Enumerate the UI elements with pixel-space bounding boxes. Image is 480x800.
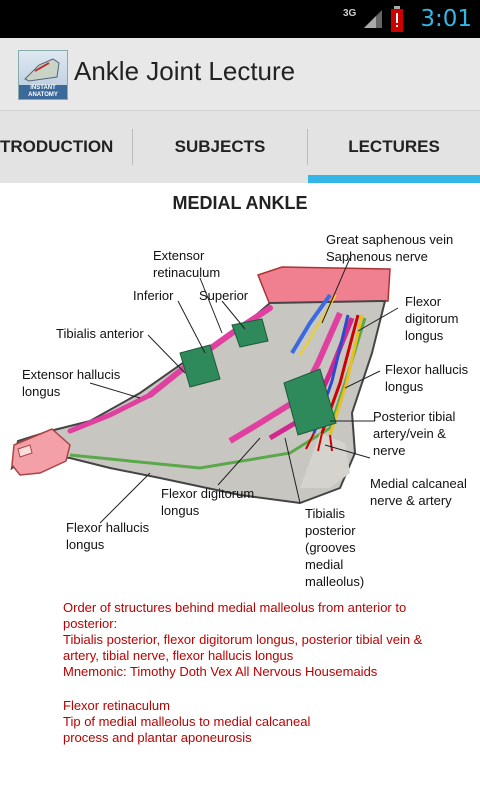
notes-structures-order: Order of structures behind medial malleo… [63, 600, 423, 679]
label-tibialis-anterior: Tibialis anterior [56, 326, 144, 341]
lecture-content[interactable]: MEDIAL ANKLE Extensor retinaculum Inferi… [0, 183, 480, 800]
tab-bar: TRODUCTION SUBJECTS LECTURES [0, 111, 480, 183]
app-title: Ankle Joint Lecture [74, 56, 296, 86]
tibial-nerve [328, 314, 364, 436]
label-extensor-retinaculum: Extensor retinaculum [153, 248, 221, 280]
app-icon-caption: INSTANT ANATOMY [19, 85, 67, 99]
medial-ankle-illustration [10, 257, 399, 524]
label-inferior: Inferior [133, 288, 174, 303]
leader-lines [89, 257, 399, 524]
app-icon[interactable]: INSTANT ANATOMY [18, 50, 68, 100]
status-icons: 3G 3:01 [343, 4, 472, 34]
tab-lectures[interactable]: LECTURES [308, 111, 480, 183]
label-extensor-hallucis-longus: Extensor hallucis longus [22, 367, 121, 399]
heel-fat [300, 433, 350, 488]
tab-lectures-label: LECTURES [348, 137, 440, 156]
label-medial-calcaneal: Medial calcaneal nerve & artery [370, 476, 467, 508]
foot-thumbnail-icon [24, 58, 60, 82]
flexor-retinaculum [283, 368, 337, 436]
battery-alert-icon [391, 6, 404, 32]
label-flexor-hallucis-longus-right: Flexor hallucis longus [385, 362, 469, 394]
label-superior: Superior [199, 288, 249, 303]
tibia-cut-surface [257, 266, 391, 306]
great-saphenous-vein [290, 293, 332, 355]
tab-subjects-label: SUBJECTS [174, 137, 266, 156]
network-type: 3G [343, 8, 357, 19]
tab-divider [132, 129, 133, 165]
notes-flexor-retinaculum: Flexor retinaculum Tip of medial malleol… [63, 698, 311, 745]
tab-introduction-label: TRODUCTION [0, 137, 114, 156]
label-flexor-digitorum-longus-bottom: Flexor digitorum longus [161, 486, 255, 518]
tab-selected-indicator [308, 175, 480, 183]
toe-nail [17, 444, 33, 458]
extensor-hallucis-tendon [67, 392, 153, 434]
action-bar: INSTANT ANATOMY Ankle Joint Lecture [0, 38, 480, 111]
tab-divider [307, 129, 308, 165]
label-great-saphenous: Great saphenous vein Saphenous nerve [326, 232, 454, 264]
big-toe [11, 428, 71, 476]
tab-subjects[interactable]: SUBJECTS [133, 111, 307, 183]
medial-calcaneal-branches [305, 432, 333, 452]
label-flexor-digitorum-longus-top: Flexor digitorum longus [405, 294, 459, 343]
figure-title: MEDIAL ANKLE [172, 193, 308, 213]
clock: 3:01 [420, 6, 472, 32]
status-bar: 3G 3:01 [0, 0, 480, 38]
inferior-extensor-retinaculum [179, 344, 221, 388]
label-flexor-hallucis-longus-bottom: Flexor hallucis longus [66, 520, 150, 552]
signal-icon [364, 10, 383, 28]
label-tibialis-posterior: Tibialis posterior (grooves medial malle… [305, 506, 365, 589]
superior-extensor-retinaculum [231, 318, 269, 348]
tab-introduction[interactable]: TRODUCTION [0, 111, 132, 183]
label-posterior-tibial: Posterior tibial artery/vein & nerve [373, 409, 456, 458]
